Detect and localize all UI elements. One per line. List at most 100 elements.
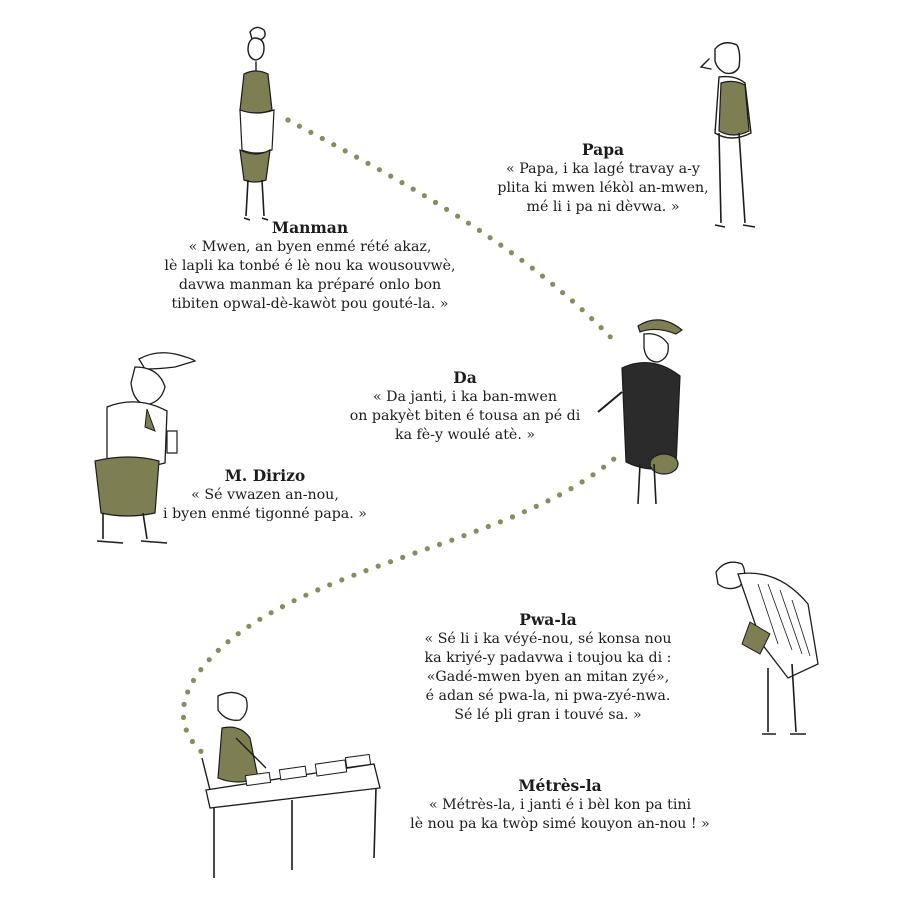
connector-dot <box>589 316 595 322</box>
connector-dot <box>598 325 604 331</box>
connector-dot <box>181 701 187 708</box>
connector-dot <box>279 604 286 610</box>
connector-dot <box>351 572 357 578</box>
connector-dot <box>363 568 369 574</box>
teacher-at-desk-icon <box>201 691 381 878</box>
connector-dot <box>206 657 212 663</box>
connector-dot <box>508 250 514 256</box>
connector-dot <box>424 546 430 552</box>
connector-dot <box>399 180 405 186</box>
man-with-cap-and-glass-icon <box>94 352 197 544</box>
quote-line: mé li i pa ni dèvwa. » <box>526 199 680 215</box>
quote-line: on pakyèt biten é tousa an pé di <box>349 408 581 424</box>
connector-dot <box>465 220 472 226</box>
connector-dot <box>557 492 563 498</box>
connector-dot <box>215 647 221 654</box>
connector-dot <box>342 148 348 154</box>
connector-dot <box>497 519 503 525</box>
quote-line: lè lapli ka tonbé é lè nou ka wousouvwè, <box>164 258 456 274</box>
connector-dot <box>400 554 406 561</box>
quote-line: « Métrès-la, i janti é i bèl kon pa tini <box>428 797 692 813</box>
connector-dot <box>590 472 596 478</box>
connector-dot <box>568 486 574 492</box>
connector-dot <box>308 129 314 135</box>
connector-dot <box>376 167 382 173</box>
quote-line: lè nou pa ka twòp simé kouyon an-nou ! » <box>410 816 710 832</box>
character-name-da: Da <box>453 368 477 387</box>
quote-line: i byen enmé tigonné papa. » <box>163 506 367 522</box>
connector-dot <box>550 281 556 287</box>
connector-dot <box>533 503 539 509</box>
connector-dot <box>268 610 274 616</box>
caption-pwala: Pwa-la « Sé li i ka véyé-nou, sé konsa n… <box>408 610 688 725</box>
character-name-papa: Papa <box>581 140 625 159</box>
lady-with-hat-icon <box>597 319 684 505</box>
connector-dot <box>579 479 585 485</box>
connector-dot <box>449 537 455 543</box>
connector-dot <box>189 738 195 745</box>
connector-dot <box>436 541 443 548</box>
character-name-manman: Manman <box>271 218 349 237</box>
connector-dot <box>291 598 297 604</box>
connector-dot <box>607 334 613 340</box>
connector-dot <box>509 514 516 520</box>
connector-dot <box>235 631 241 637</box>
connector-dot <box>180 714 187 721</box>
connector-dot <box>569 298 576 304</box>
connector-dot <box>611 456 617 462</box>
connector-dot <box>315 587 321 593</box>
caption-manman: Manman « Mwen, an byen enmé rété akaz, l… <box>155 218 465 314</box>
quote-line: « Papa, i ka lagé travay a-y <box>506 161 700 177</box>
connector-dot <box>339 577 345 583</box>
connector-dot <box>444 206 450 212</box>
quote-line: « Da janti, i ka ban-mwen <box>372 389 557 405</box>
connector-dot <box>521 509 528 515</box>
connector-dot <box>601 464 607 470</box>
quote-line: Sé lé pli gran i touvé sa. » <box>454 707 642 723</box>
connector-dot <box>331 142 337 148</box>
standing-man-vest-icon <box>699 42 756 228</box>
character-name-dirizo: M. Dirizo <box>224 466 306 485</box>
stooped-man-striped-suit-icon <box>715 561 819 735</box>
standing-woman-apron-icon <box>239 26 275 221</box>
connector-dot <box>225 639 231 645</box>
connector-dot <box>560 290 566 296</box>
connector-dot <box>257 616 263 622</box>
quote-line: « Mwen, an byen enmé rété akaz, <box>188 239 432 255</box>
caption-metresla: Métrès-la « Métrès-la, i janti é i bèl k… <box>400 776 720 834</box>
connector-dot <box>455 213 461 219</box>
caption-papa: Papa « Papa, i ka lagé travay a-y plita … <box>478 140 728 217</box>
connector-dot <box>498 242 504 248</box>
quote-line: plita ki mwen lékòl an-mwen, <box>497 180 709 196</box>
quote-line: ka kriyé-y padavwa i toujou ka di : <box>424 650 672 666</box>
connector-dot <box>476 227 482 233</box>
connector-dot <box>473 528 479 534</box>
connector-dot <box>388 173 394 179</box>
character-name-pwala: Pwa-la <box>519 610 577 629</box>
connector-dot <box>190 677 197 684</box>
connector-dot <box>579 307 585 313</box>
connector-dot <box>410 186 416 192</box>
character-name-metresla: Métrès-la <box>518 776 602 795</box>
connector-dot <box>185 689 191 695</box>
connector-dot <box>319 135 325 142</box>
caption-dirizo: M. Dirizo « Sé vwazen an-nou, i byen enm… <box>160 466 370 524</box>
connector-dot <box>246 623 252 629</box>
connector-dot <box>461 533 467 539</box>
connector-dot <box>198 748 204 754</box>
caption-da: Da « Da janti, i ka ban-mwen on pakyèt b… <box>345 368 585 445</box>
connector-dot <box>303 592 309 598</box>
quote-line: tibiten opwal-dè-kawòt pou gouté-la. » <box>171 296 449 312</box>
connector-dot <box>183 727 189 733</box>
connector-dot <box>539 273 546 279</box>
connector-dot <box>296 123 302 129</box>
connector-dot <box>198 667 204 673</box>
connector-dot <box>519 257 525 263</box>
quote-line: « Sé vwazen an-nou, <box>191 487 339 503</box>
quote-line: ka fè-y woulé atè. » <box>394 427 536 443</box>
quote-line: é adan sé pwa-la, ni pwa-zyé-nwa. <box>425 688 671 704</box>
connector-dot <box>285 117 291 123</box>
connector-dot <box>354 154 360 160</box>
